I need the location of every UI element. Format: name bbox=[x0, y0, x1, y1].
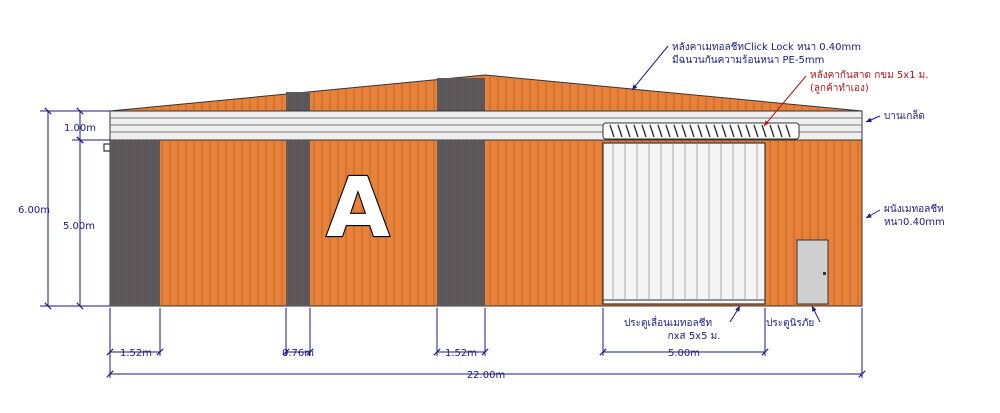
canopy-slat bbox=[681, 124, 687, 138]
leader-lines bbox=[631, 45, 881, 323]
canopy-leader bbox=[763, 75, 807, 127]
note-louver: บานเกล็ด bbox=[884, 108, 925, 122]
roof-ribs bbox=[113, 76, 859, 112]
note-canopy-line2: (ลูกค้าทำเอง) bbox=[810, 82, 869, 94]
canopy-slat bbox=[665, 124, 671, 138]
dim-total-width: 22.00m bbox=[467, 370, 505, 381]
canopy-slat bbox=[713, 124, 719, 138]
note-sliding-door-line2: กxส 5x5 ม. bbox=[668, 331, 721, 342]
vertical-dimensions bbox=[40, 107, 110, 310]
dim-wall-height: 5.00m bbox=[63, 221, 95, 232]
canopy-slat bbox=[761, 124, 767, 138]
canopy-slat bbox=[769, 124, 775, 138]
wall-gray-bay-3 bbox=[437, 140, 485, 306]
roof-gray-band-2 bbox=[437, 78, 485, 112]
canopy-slat bbox=[649, 124, 655, 138]
canopy-slat bbox=[697, 124, 703, 138]
personnel-door bbox=[796, 239, 829, 305]
canopy-slat bbox=[689, 124, 695, 138]
note-wall-line1: ผนังเมทอลชีท bbox=[884, 203, 944, 215]
canopy-slat bbox=[705, 124, 711, 138]
canopy-slat bbox=[633, 124, 639, 138]
roof-gray-band-1 bbox=[286, 92, 310, 112]
canopy-slat bbox=[721, 124, 727, 138]
note-personnel-door: ประตูนิรภัย bbox=[766, 318, 814, 329]
dim-top-band: 1.00m bbox=[64, 123, 96, 134]
gutter bbox=[103, 143, 110, 152]
wall-gray-bay-1 bbox=[110, 140, 160, 306]
horizontal-dimensions bbox=[106, 308, 866, 378]
dim-gray-bay-3: 1.52m bbox=[445, 348, 477, 359]
dim-total-height: 6.00m bbox=[18, 205, 50, 216]
canopy-slat bbox=[617, 124, 623, 138]
note-roof-line2: มีฉนวนกันความร้อนหนา PE-5mm bbox=[672, 54, 824, 66]
canopy-slat bbox=[641, 124, 647, 138]
wall-gray-bay-2 bbox=[286, 140, 310, 306]
canopy-slat bbox=[729, 124, 735, 138]
canopy-slat bbox=[753, 124, 759, 138]
building-letter: A bbox=[326, 161, 390, 256]
note-sliding-door-line1: ประตูเลื่อนเมทอลชีท bbox=[624, 315, 712, 329]
canopy-slat bbox=[745, 124, 751, 138]
canopy bbox=[602, 122, 800, 140]
roof-gable bbox=[109, 74, 863, 112]
sliding-door bbox=[602, 142, 766, 305]
canopy-slat bbox=[777, 124, 783, 138]
canopy-slat bbox=[609, 124, 615, 138]
canopy-slat bbox=[657, 124, 663, 138]
dim-door-width: 5.00m bbox=[668, 348, 700, 359]
canopy-slat bbox=[673, 124, 679, 138]
note-canopy-line1: หลังคากันสาด กขม 5x1 ม. bbox=[810, 70, 928, 81]
dim-gray-bay-2: 0.76m bbox=[282, 348, 314, 359]
note-wall-line2: หนา0.40mm bbox=[884, 217, 945, 228]
dim-gray-bay-1: 1.52m bbox=[120, 348, 152, 359]
canopy-slat bbox=[737, 124, 743, 138]
note-roof-line1: หลังคาเมทอลชีทClick Lock หนา 0.40mm bbox=[672, 41, 861, 53]
canopy-slat bbox=[625, 124, 631, 138]
canopy-slat bbox=[785, 124, 791, 138]
